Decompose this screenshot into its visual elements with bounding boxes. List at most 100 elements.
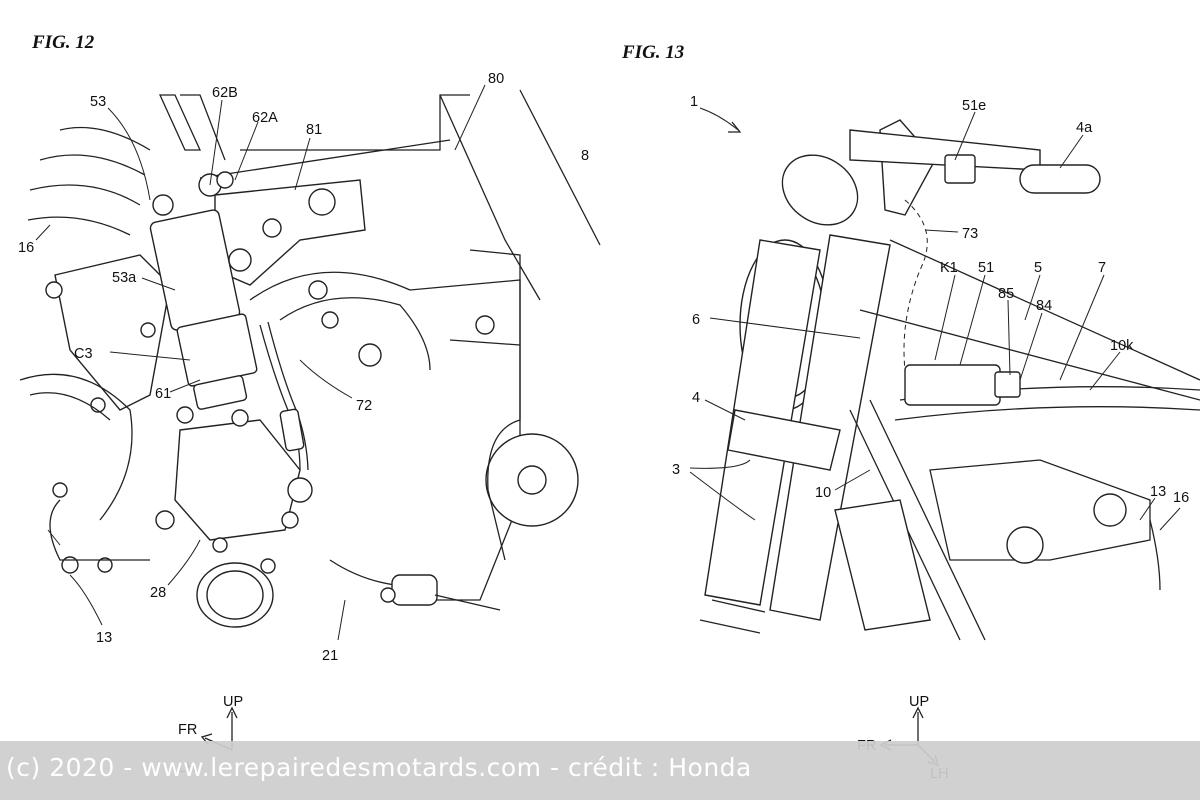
label-21: 21	[322, 648, 338, 664]
watermark-band: (c) 2020 - www.lerepairedesmotards.com -…	[0, 741, 1200, 800]
fork-collar	[711, 599, 766, 613]
meter	[781, 154, 859, 226]
frame-tube-upper	[158, 94, 202, 151]
engine-cover-outline	[249, 271, 521, 601]
caliper-28	[155, 406, 313, 553]
lead-arrow-13	[47, 529, 61, 546]
label-13: 13	[96, 630, 112, 646]
label-16: 16	[18, 240, 34, 256]
engine-boss-2	[1093, 493, 1127, 527]
master-cylinder-53	[149, 171, 258, 410]
left-bracket	[54, 254, 171, 411]
figure-12: FIG. 12	[18, 32, 601, 776]
fig12-axis-up: UP	[223, 694, 243, 710]
label-62A: 62A	[252, 110, 278, 126]
lead-53	[107, 107, 151, 201]
lead-62A	[234, 121, 259, 181]
label-73: 73	[962, 226, 978, 242]
cover-bolt-3	[308, 280, 328, 300]
lead-85	[1007, 299, 1011, 376]
lead-21	[337, 599, 346, 641]
cover-bolt-2	[321, 311, 339, 329]
lead-73	[924, 229, 959, 233]
frame-line-8	[519, 89, 601, 246]
watermark-text: (c) 2020 - www.lerepairedesmotards.com -…	[6, 753, 752, 782]
lead-1	[699, 107, 739, 131]
frame-rail-10k-b	[894, 406, 1200, 421]
fig13-title: FIG. 13	[621, 42, 684, 63]
label-51e: 51e	[962, 98, 986, 114]
spring-16	[1149, 519, 1161, 591]
label-C3: C3	[74, 346, 93, 362]
label-5: 5	[1034, 260, 1042, 276]
fitting-85	[994, 371, 1021, 398]
label-6: 6	[692, 312, 700, 328]
lead-K1	[934, 274, 956, 361]
lead-62B	[209, 99, 223, 186]
hub-inner	[517, 465, 547, 495]
frame-plate-80	[240, 94, 470, 151]
cover-bolt	[358, 343, 382, 367]
lead-72	[299, 359, 353, 399]
lower-ring-inner	[206, 570, 264, 620]
label-51: 51	[978, 260, 994, 276]
bolt-left-1	[45, 281, 63, 299]
label-28: 28	[150, 585, 166, 601]
bottom-bolt-1	[61, 556, 79, 574]
lead-28	[167, 539, 201, 586]
lead-51e	[954, 111, 976, 161]
left-cover-arc	[19, 373, 133, 521]
bracket-bolt-2	[262, 218, 282, 238]
frame-down-10b	[869, 399, 986, 641]
frame-top-rail	[889, 239, 1200, 381]
lead-16b	[1159, 507, 1181, 531]
fin-4	[27, 216, 131, 236]
swingarm-edge	[469, 249, 521, 561]
label-4: 4	[692, 390, 700, 406]
lead-10k	[1089, 351, 1121, 391]
fin-3	[29, 184, 141, 206]
label-85: 85	[998, 286, 1014, 302]
arrow-1	[728, 121, 742, 133]
left-cover-arc-inner	[29, 392, 111, 421]
fork-clamp-4	[727, 409, 841, 471]
lead-13b	[1139, 497, 1156, 521]
lead-3	[689, 459, 751, 469]
rod-line	[329, 559, 396, 586]
lead-3b	[689, 471, 756, 521]
label-72: 72	[356, 398, 372, 414]
fin-2	[39, 154, 146, 176]
lead-7	[1059, 274, 1105, 381]
label-84: 84	[1036, 298, 1052, 314]
engine-cover-inner	[279, 297, 431, 371]
fork-collar-2	[699, 619, 761, 634]
switch-51e	[944, 154, 976, 184]
lower-bolt	[260, 558, 276, 574]
label-81: 81	[306, 122, 322, 138]
lead-81	[294, 137, 311, 191]
label-53: 53	[90, 94, 106, 110]
lead-53a	[141, 277, 176, 291]
grip-4a	[1019, 164, 1101, 194]
lead-5	[1024, 274, 1041, 321]
figure-13: FIG. 13	[581, 42, 1200, 782]
lead-51	[959, 274, 986, 366]
label-16b: 16	[1173, 490, 1189, 506]
fig12-title: FIG. 12	[31, 32, 95, 53]
lead-4a	[1059, 134, 1084, 169]
label-1: 1	[690, 94, 698, 110]
label-7: 7	[1098, 260, 1106, 276]
lead-C3	[109, 351, 191, 361]
bracket-bolt	[308, 188, 336, 216]
fin-1	[59, 126, 151, 151]
label-10k: 10k	[1110, 338, 1134, 354]
harness-73	[903, 199, 928, 371]
label-10: 10	[815, 485, 831, 501]
lead-4	[704, 399, 746, 421]
cover-bolt-4	[475, 315, 495, 335]
lead-10	[834, 469, 871, 491]
label-80: 80	[488, 71, 504, 87]
lead-84	[1019, 312, 1043, 381]
fig13-axis-up: UP	[909, 694, 929, 710]
